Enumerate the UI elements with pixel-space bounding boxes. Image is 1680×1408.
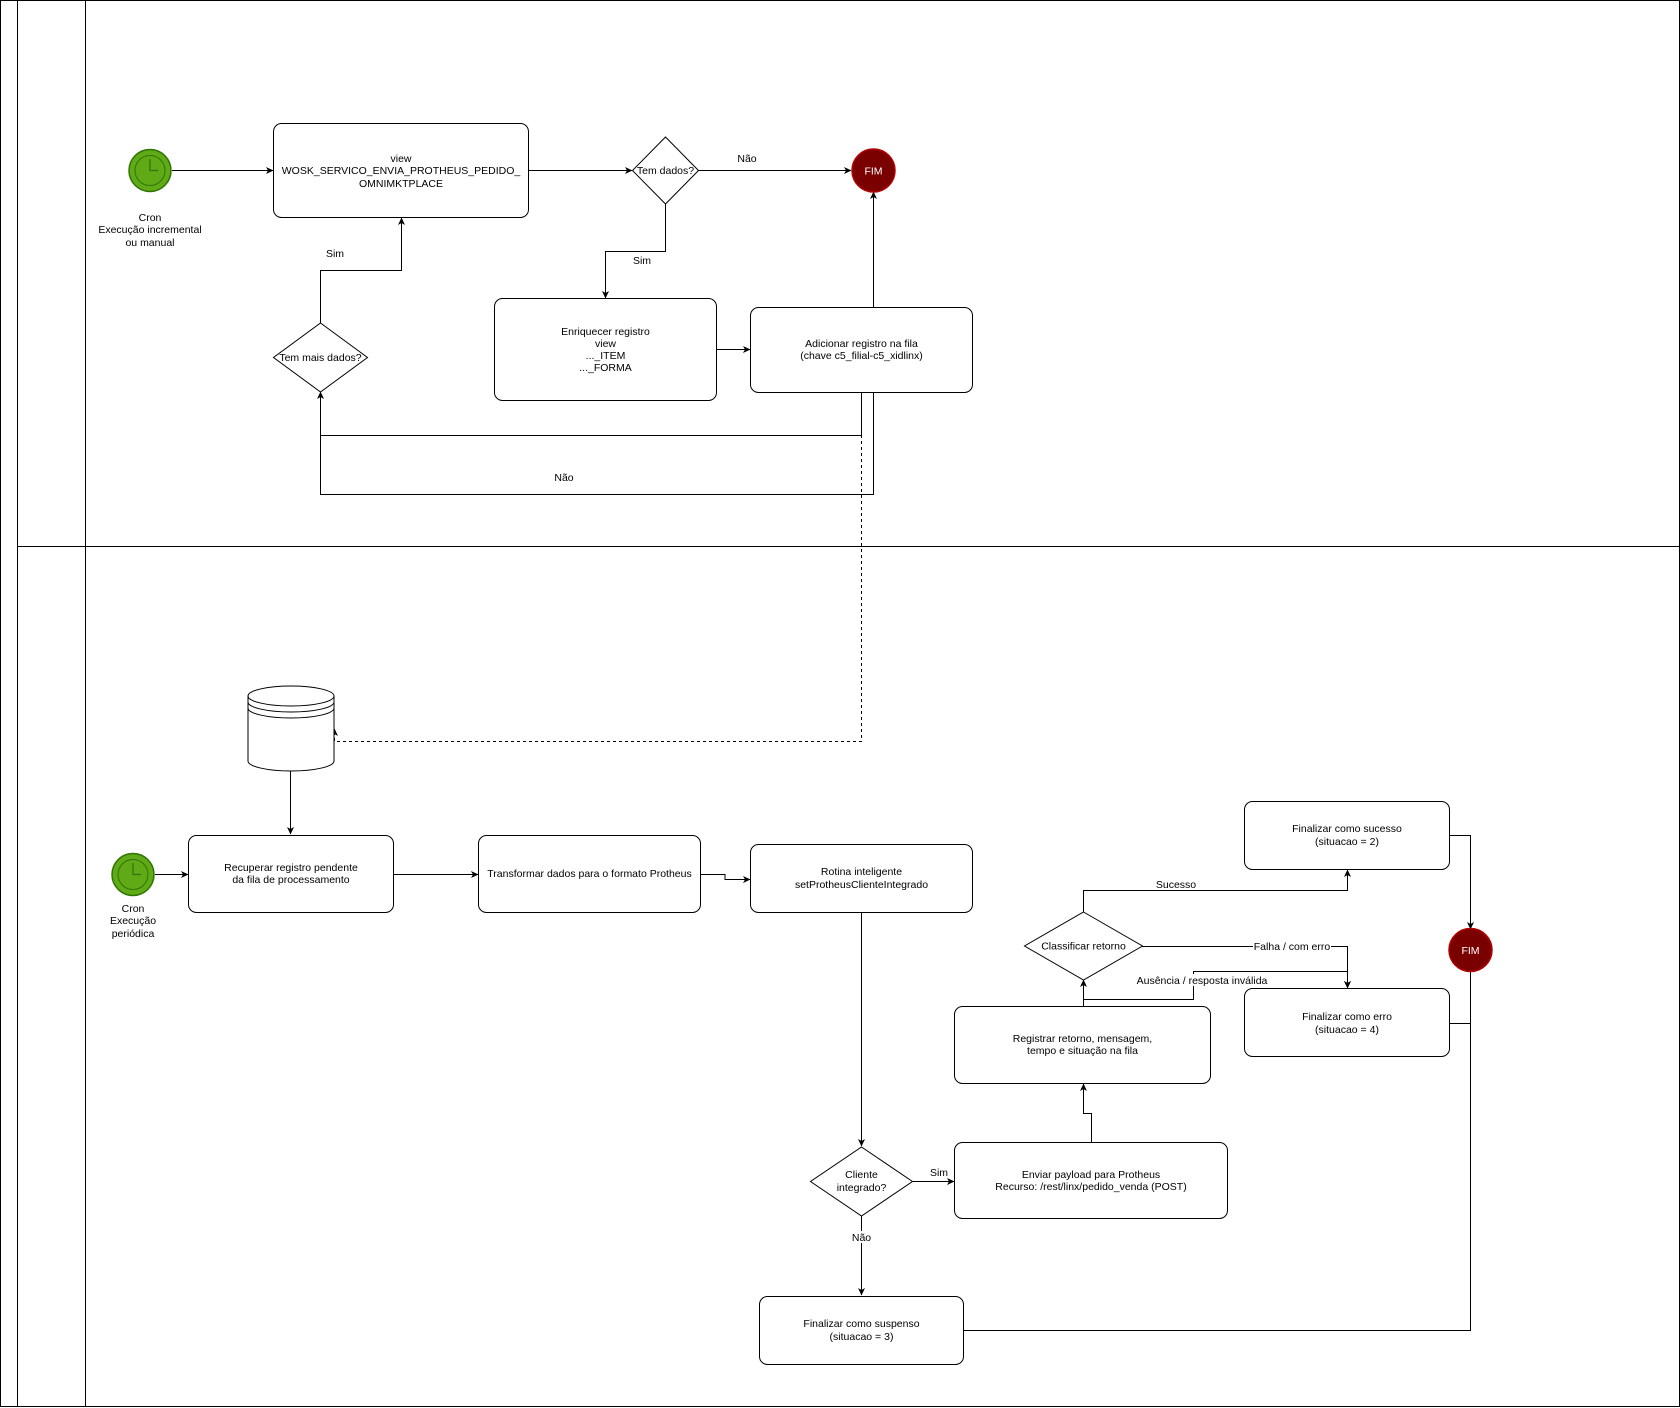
label-nao-1: Não (737, 153, 756, 165)
edge-suspenso-to-fim (964, 951, 1474, 1331)
edges-top-lane (172, 167, 877, 742)
recuperar-line1: Recuperar registro pendente (224, 862, 358, 874)
registrar-box: Registrar retorno, mensagem, tempo e sit… (954, 1006, 1211, 1084)
enviar-line2: Recurso: /rest/linx/pedido_venda (POST) (995, 1181, 1186, 1193)
adicionar-line1: Adicionar registro na fila (805, 338, 918, 350)
label-nao-2: Não (554, 472, 573, 484)
decision-tem-mais-label: Tem mais dados? (279, 352, 361, 364)
rotina-box: Rotina inteligente setProtheusClienteInt… (750, 844, 973, 913)
label-falha: Falha / com erro (1254, 941, 1331, 953)
fin-sucesso-box: Finalizar como sucesso (situacao = 2) (1244, 801, 1450, 870)
queue-database (247, 685, 335, 772)
edge-sucesso-to-fim (1450, 835, 1474, 930)
start-label-line3: ou manual (125, 237, 174, 249)
start-label-line2: Execução incremental (98, 224, 201, 236)
decision-tem-dados: Tem dados? (631, 136, 700, 205)
decision-tem-mais: Tem mais dados? (272, 322, 369, 393)
edge-enviar-to-registrar (1080, 1083, 1092, 1142)
transformar-label: Transformar dados para o formato Protheu… (487, 868, 691, 880)
enriquecer-line4: ..._FORMA (579, 362, 632, 374)
rotina-line1: Rotina inteligente (821, 866, 902, 878)
label-ausencia: Ausência / resposta inválida (1137, 975, 1268, 987)
edge-tem-mais-to-view (320, 217, 405, 323)
enriquecer-line3: ..._ITEM (586, 350, 626, 362)
fin-sucesso-line1: Finalizar como sucesso (1292, 823, 1402, 835)
edge-labels-top: Não Sim Sim Não (326, 153, 757, 484)
clock-face (117, 859, 149, 890)
end-event-top: FIM (851, 148, 896, 193)
decision-cliente-line2: integrado? (837, 1182, 887, 1194)
label-sim-2: Sim (326, 248, 344, 260)
start-event-bottom: Cron Execução periódica (110, 852, 156, 940)
clock-hands (132, 863, 141, 876)
decision-cliente: Cliente integrado? (809, 1146, 914, 1217)
rotina-line2: setProtheusClienteIntegrado (795, 879, 928, 891)
enriquecer-box: Enriquecer registro view ..._ITEM ..._FO… (494, 298, 717, 401)
recuperar-box: Recuperar registro pendente da fila de p… (188, 835, 394, 913)
enviar-box: Enviar payload para Protheus Recurso: /r… (954, 1142, 1228, 1219)
enriquecer-line1: Enriquecer registro (561, 326, 650, 338)
decision-cliente-line1: Cliente (845, 1169, 878, 1181)
fin-suspenso-line2: (situacao = 3) (830, 1331, 894, 1343)
clock-face (134, 155, 166, 186)
label-nao-cliente: Não (852, 1232, 871, 1244)
edge-tem-dados-to-enriquecer (602, 204, 666, 299)
adicionar-line2: (chave c5_filial-c5_xidlinx) (800, 350, 923, 362)
registrar-line1: Registrar retorno, mensagem, (1013, 1033, 1152, 1045)
fin-erro-line1: Finalizar como erro (1302, 1011, 1392, 1023)
label-sucesso: Sucesso (1156, 879, 1196, 891)
start2-label-line1: Cron (122, 903, 145, 915)
clock-hands (149, 159, 158, 172)
view-box-line3: OMNIMKTPLACE (359, 178, 443, 190)
start-label-line1: Cron (139, 212, 162, 224)
start2-label-line2: Execução (110, 915, 156, 927)
edge-transformar-to-rotina (701, 874, 751, 883)
end-event-bottom: FIM (1448, 927, 1493, 973)
edge-classificar-to-sucesso (1083, 869, 1351, 912)
fin-suspenso-line1: Finalizar como suspenso (803, 1318, 919, 1330)
end-event-top-label: FIM (864, 166, 882, 178)
fin-suspenso-box: Finalizar como suspenso (situacao = 3) (759, 1296, 964, 1365)
decision-classificar: Classificar retorno (1023, 911, 1144, 981)
enriquecer-line2: view (595, 338, 616, 350)
decision-classificar-label: Classificar retorno (1041, 941, 1126, 953)
label-sim-cliente: Sim (930, 1167, 948, 1179)
view-box: view WOSK_SERVICO_ENVIA_PROTHEUS_PEDIDO_… (273, 123, 529, 218)
label-sim-1: Sim (633, 255, 651, 267)
fin-sucesso-line2: (situacao = 2) (1315, 836, 1379, 848)
transformar-box: Transformar dados para o formato Protheu… (478, 835, 701, 913)
edge-adicionar-to-queue-dashed (331, 393, 862, 742)
decision-tem-dados-label: Tem dados? (637, 165, 694, 177)
view-box-line2: WOSK_SERVICO_ENVIA_PROTHEUS_PEDIDO_ (282, 165, 521, 177)
view-box-line1: view (390, 153, 411, 165)
fin-erro-box: Finalizar como erro (situacao = 4) (1244, 988, 1450, 1057)
adicionar-box: Adicionar registro na fila (chave c5_fil… (750, 307, 973, 393)
fin-erro-line2: (situacao = 4) (1315, 1024, 1379, 1036)
edge-labels-bottom: Sim Não Sucesso Falha / com erro Ausênci… (846, 878, 1331, 1244)
end-event-bottom-label: FIM (1461, 945, 1479, 957)
start2-label-line3: periódica (112, 928, 155, 940)
enviar-line1: Enviar payload para Protheus (1022, 1169, 1160, 1181)
registrar-line2: tempo e situação na fila (1027, 1045, 1138, 1057)
start-event-top: Cron Execução incremental ou manual (98, 148, 202, 249)
recuperar-line2: da fila de processamento (232, 874, 349, 886)
